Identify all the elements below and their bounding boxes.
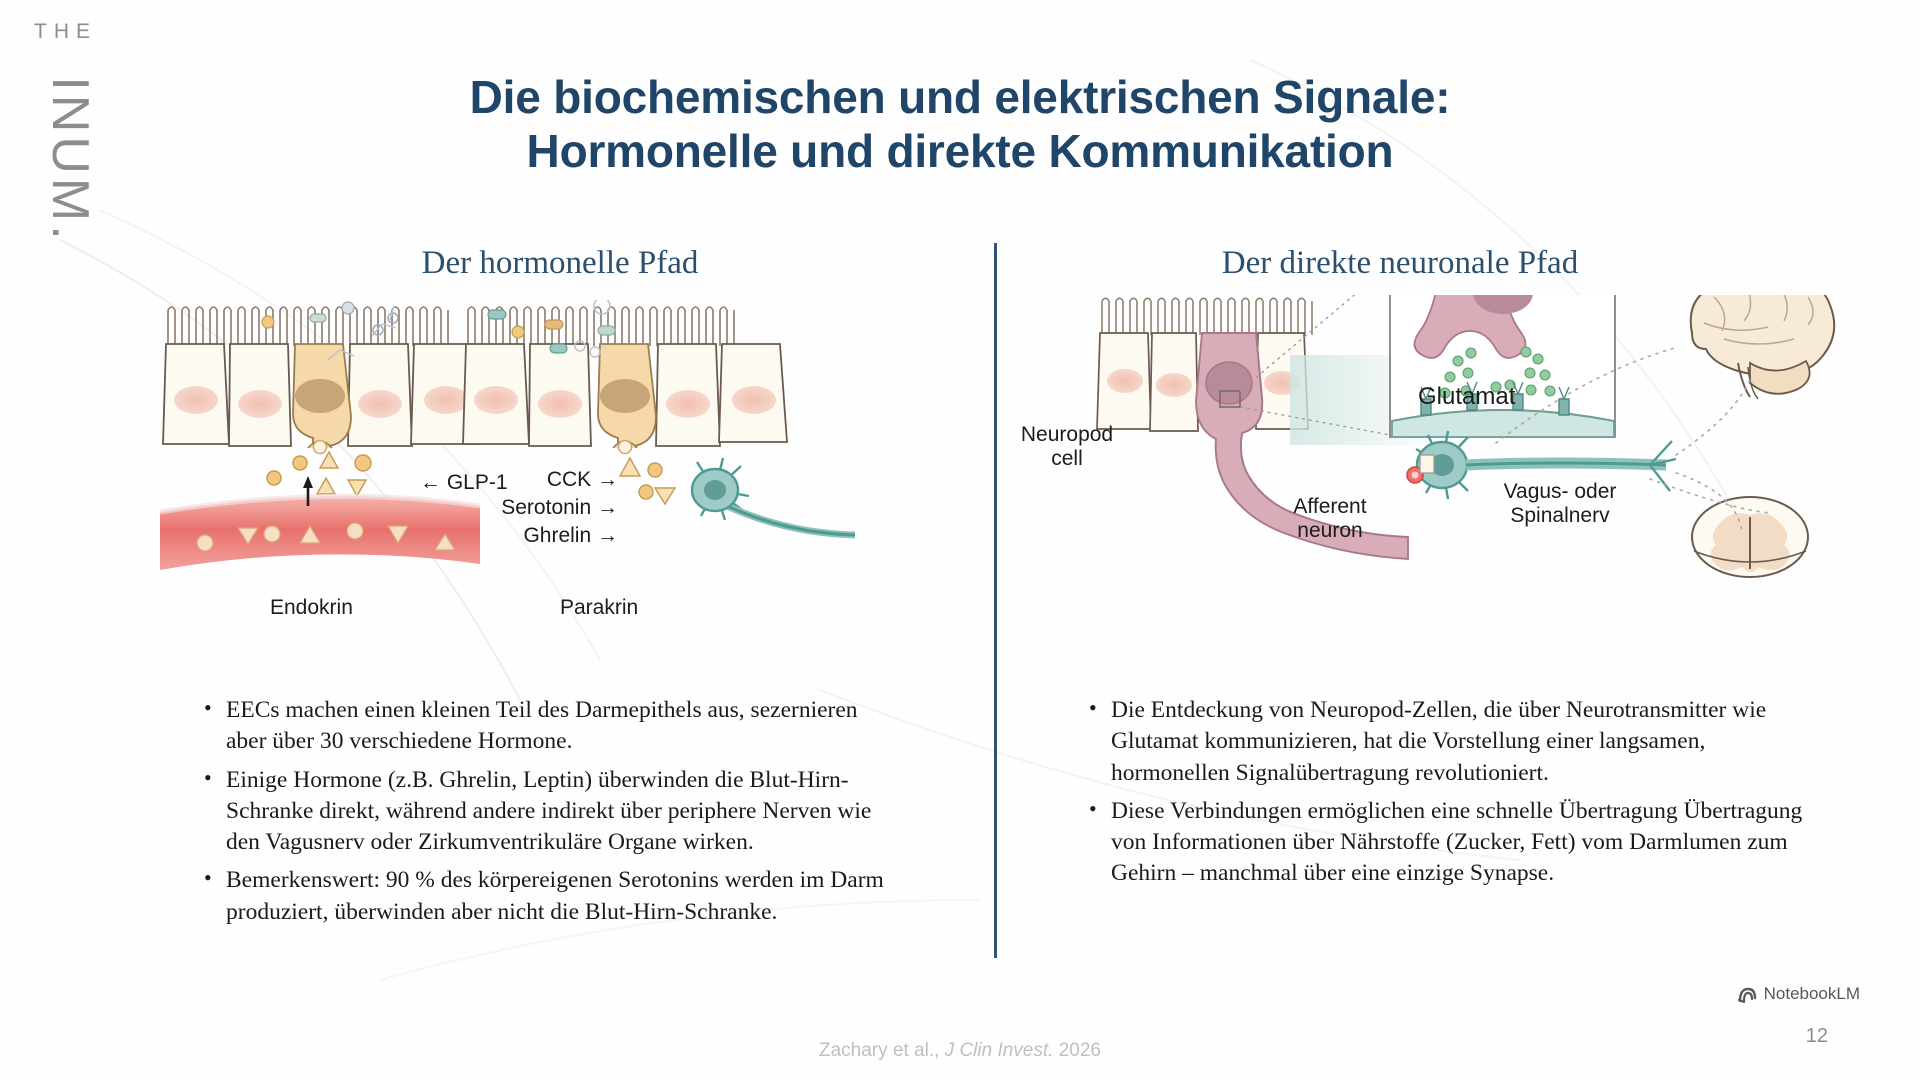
paracrine-epithelium: [462, 306, 788, 506]
parakrin-label: Parakrin: [560, 596, 639, 619]
neuronal-pathway-diagram: Neuropod cell Afferent neuron Vagus- ode…: [1021, 295, 1890, 675]
ghrelin-arrow: →: [597, 524, 618, 547]
page-title-line1: Die biochemischen und elektrischen Signa…: [469, 71, 1451, 123]
citation-year: 2026: [1053, 1040, 1101, 1061]
logo-the-text: THE: [34, 20, 97, 43]
cck-arrow: →: [597, 468, 618, 491]
notebooklm-label: NotebookLM: [1763, 984, 1860, 1003]
left-bullet-list: EECs machen einen kleinen Teil des Darme…: [200, 693, 900, 935]
glutamat-inset: [1389, 295, 1616, 438]
blood-vessel: [159, 476, 481, 570]
afferent-neuron-label: Afferent neuron: [1270, 495, 1390, 543]
endocrine-granules: [266, 450, 372, 498]
hormonal-pathway-diagram: ← GLP-1 CCK → Serotonin → Ghrelin → Endo…: [150, 300, 930, 650]
brain-illustration: [1689, 295, 1836, 400]
citation-journal: J Clin Invest.: [944, 1040, 1054, 1061]
right-bullet-list: Die Entdeckung von Neuropod-Zellen, die …: [1085, 693, 1805, 897]
citation-authors: Zachary et al.,: [819, 1040, 945, 1061]
afferent-neuron-label-line1: Afferent: [1293, 495, 1367, 518]
afferent-neuron-label-line2: neuron: [1297, 519, 1363, 543]
vagus-nerve-label: Vagus- oder Spinalnerv: [1470, 480, 1650, 528]
neuropod-cell: [1195, 332, 1409, 561]
list-item: Bemerkenswert: 90 % des körpereigenen Se…: [200, 863, 900, 928]
right-column-heading: Der direkte neuronale Pfad: [1221, 245, 1579, 281]
glp1-label: ← GLP-1: [420, 471, 508, 495]
lumen-particles: [261, 300, 616, 358]
vagus-nerve-label-line2: Spinalnerv: [1510, 504, 1610, 528]
list-item: Die Entdeckung von Neuropod-Zellen, die …: [1085, 693, 1805, 789]
list-item: EECs machen einen kleinen Teil des Darme…: [200, 693, 900, 758]
logo-inum-text: INUM.: [41, 76, 99, 244]
neuropod-cell-label-line1: Neuropod: [1020, 423, 1114, 446]
signal-path-dotted: [1495, 346, 1771, 532]
serotonin-label: Serotonin →: [450, 496, 618, 520]
column-divider: [994, 243, 997, 958]
page-number: 12: [1805, 1025, 1828, 1047]
serotonin-text: Serotonin: [501, 496, 592, 519]
cck-label: CCK →: [500, 468, 618, 492]
ghrelin-text: Ghrelin: [523, 524, 592, 547]
serotonin-arrow: →: [597, 496, 618, 519]
glutamat-label: Glutamat: [1418, 383, 1516, 410]
endocrine-epithelium: [162, 306, 480, 455]
molecule-sticks: [327, 305, 397, 361]
cck-text: CCK: [546, 468, 592, 491]
left-bullets-ul: EECs machen einen kleinen Teil des Darme…: [200, 693, 900, 928]
hormonal-pathway-svg: [159, 300, 856, 570]
glp1-arrow: ←: [420, 471, 441, 494]
glp1-text: GLP-1: [446, 471, 508, 494]
brand-logo: THE INUM.: [28, 12, 114, 262]
vagus-nerve-label-line1: Vagus- oder: [1503, 480, 1617, 503]
notebooklm-icon: [1737, 987, 1756, 1003]
list-item: Diese Verbindungen ermöglichen eine schn…: [1085, 794, 1805, 890]
inset-callout-lines: [1239, 295, 1391, 436]
afferent-neuron: [1406, 430, 1677, 500]
left-column-heading: Der hormonelle Pfad: [421, 245, 699, 281]
endokrin-label: Endokrin: [270, 596, 353, 619]
neuropod-epithelium: [1096, 297, 1440, 445]
neuropod-cell-label-line2: cell: [1051, 447, 1083, 471]
neuronal-pathway-svg: [1096, 295, 1836, 578]
list-item: Einige Hormone (z.B. Ghrelin, Leptin) üb…: [200, 763, 900, 859]
right-bullets-ul: Die Entdeckung von Neuropod-Zellen, die …: [1085, 693, 1805, 890]
page-title-line2: Hormonelle und direkte Kommunikation: [526, 125, 1394, 178]
page-title: Die biochemischen und elektrischen Signa…: [260, 70, 1660, 179]
ghrelin-label: Ghrelin →: [460, 524, 618, 548]
source-citation: Zachary et al., J Clin Invest. 2026: [0, 1040, 1920, 1062]
spinal-cord-illustration: [1691, 496, 1809, 578]
neuropod-cell-label: Neuropod cell: [1002, 423, 1132, 471]
notebooklm-badge: NotebookLM: [1737, 984, 1860, 1004]
